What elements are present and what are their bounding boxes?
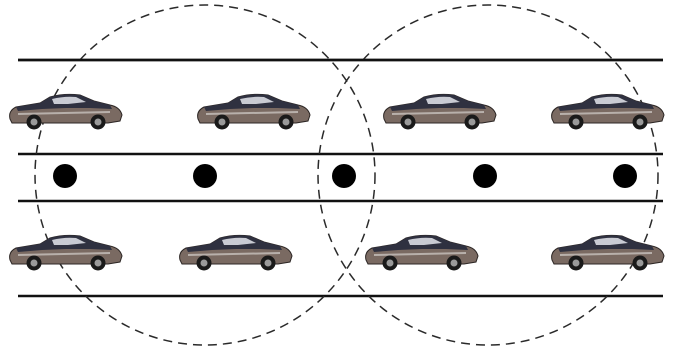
node-dot: [53, 164, 77, 188]
car-icon: [197, 93, 311, 130]
car-icon: [9, 234, 123, 271]
node-dot: [613, 164, 637, 188]
car-icon: [179, 234, 293, 271]
car-icon: [551, 234, 665, 271]
car-icon: [9, 93, 123, 130]
car-icon: [551, 93, 665, 130]
node-dot: [193, 164, 217, 188]
cars-top-row: [9, 93, 665, 130]
nodes: [53, 164, 637, 188]
coverage-circle-left: [34, 4, 376, 346]
coverage-circles: [34, 4, 659, 346]
car-icon: [365, 234, 479, 271]
node-dot: [332, 164, 356, 188]
node-dot: [473, 164, 497, 188]
coverage-circle-right: [317, 4, 659, 346]
car-icon: [383, 93, 497, 130]
